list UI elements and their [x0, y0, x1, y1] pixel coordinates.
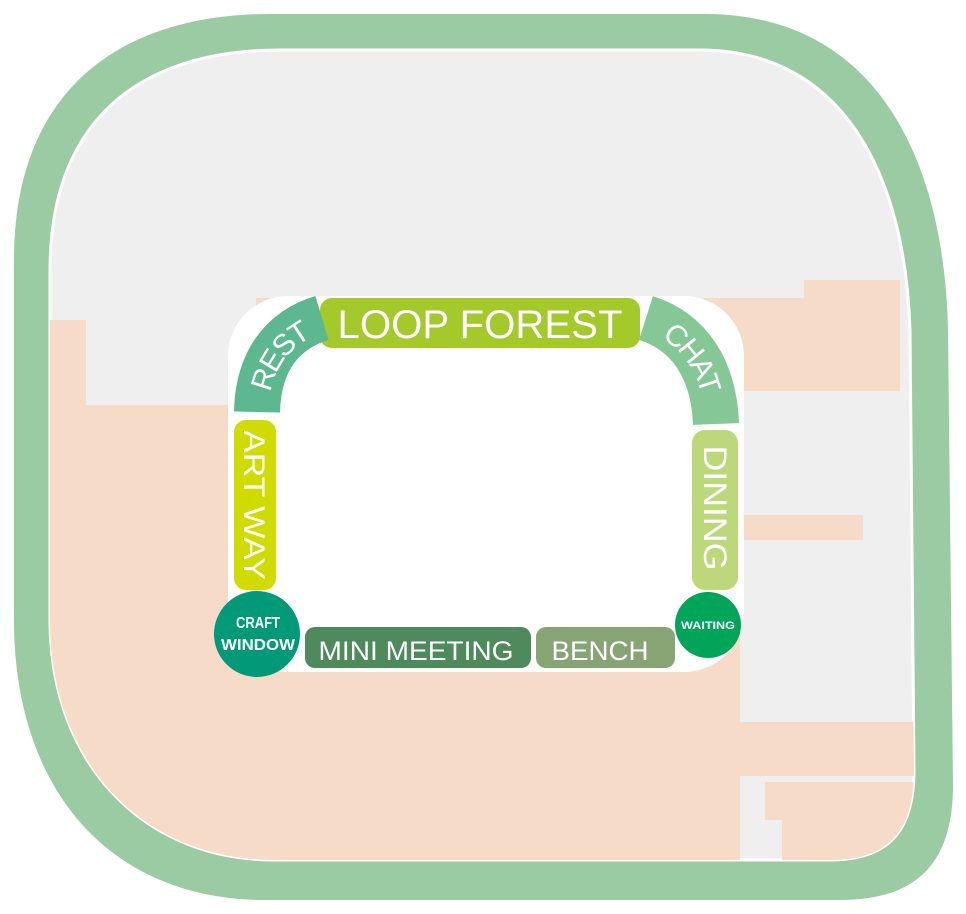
zone-label-art-way: ART WAY — [237, 430, 270, 580]
zone-craft-window[interactable]: CRAFT WINDOW — [214, 591, 300, 677]
zone-waiting[interactable]: WAITING — [675, 592, 741, 658]
zone-label-window: WINDOW — [221, 637, 296, 654]
zone-label-craft: CRAFT — [236, 615, 280, 632]
zone-loop-forest[interactable]: LOOP FOREST — [320, 298, 640, 348]
center-courtyard — [228, 296, 744, 672]
zone-mini-meeting[interactable]: MINI MEETING — [305, 627, 531, 668]
zone-label-waiting: WAITING — [681, 620, 735, 632]
zone-art-way[interactable]: ART WAY — [234, 420, 276, 590]
zone-bench[interactable]: BENCH — [536, 627, 675, 668]
zone-label-dining: DINING — [697, 446, 733, 571]
zone-label-bench: BENCH — [552, 636, 649, 666]
zone-label-loop-forest: LOOP FOREST — [338, 303, 623, 347]
zone-dining[interactable]: DINING — [692, 430, 738, 590]
zone-label-mini-meeting: MINI MEETING — [319, 636, 514, 666]
